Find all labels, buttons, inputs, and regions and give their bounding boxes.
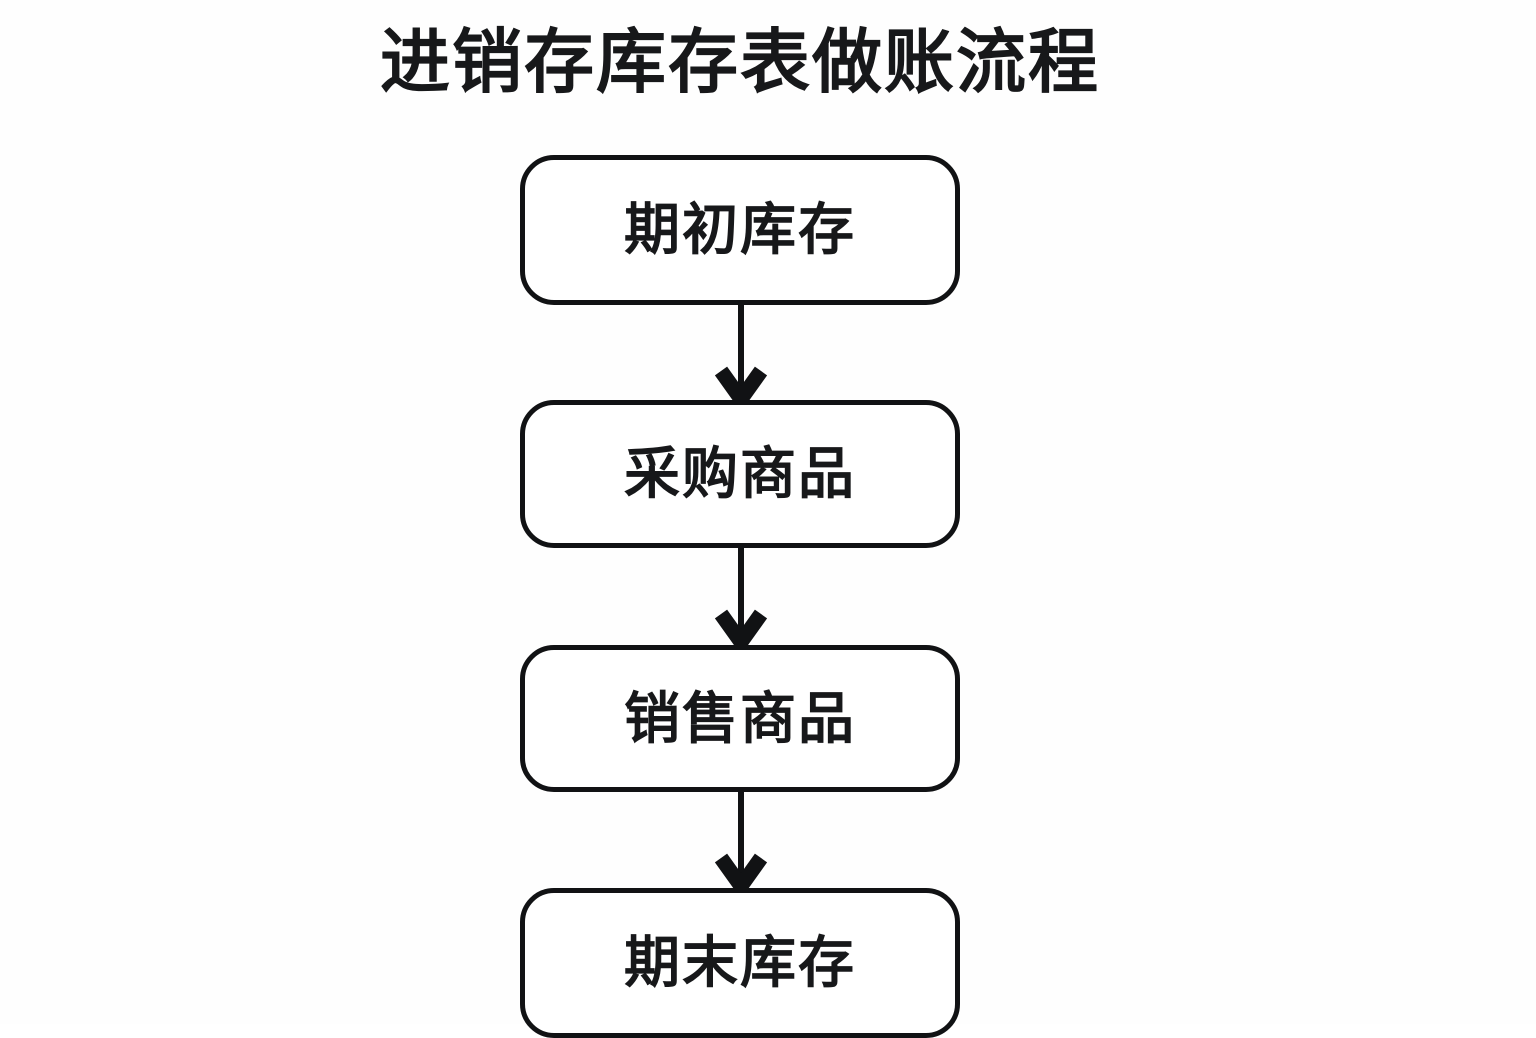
flow-node-opening-stock[interactable]: 期初库存 — [520, 155, 960, 305]
down-arrow-icon — [714, 790, 768, 890]
flow-connector-purchase-to-sell — [706, 546, 776, 646]
flow-node-closing-stock[interactable]: 期末库存 — [520, 888, 960, 1038]
flow-connector-sell-to-closing — [706, 790, 776, 890]
flow-node-purchase-goods[interactable]: 采购商品 — [520, 400, 960, 548]
down-arrow-icon — [714, 303, 768, 403]
flow-node-label: 期末库存 — [624, 931, 856, 994]
flow-node-label: 期初库存 — [624, 198, 856, 261]
down-arrow-icon — [714, 546, 768, 646]
flow-node-label: 采购商品 — [624, 442, 856, 505]
flow-node-label: 销售商品 — [624, 686, 856, 750]
flow-connector-opening-to-purchase — [706, 303, 776, 403]
page-title: 进销存库存表做账流程 — [380, 23, 1100, 101]
flow-node-sell-goods[interactable]: 销售商品 — [520, 645, 960, 792]
